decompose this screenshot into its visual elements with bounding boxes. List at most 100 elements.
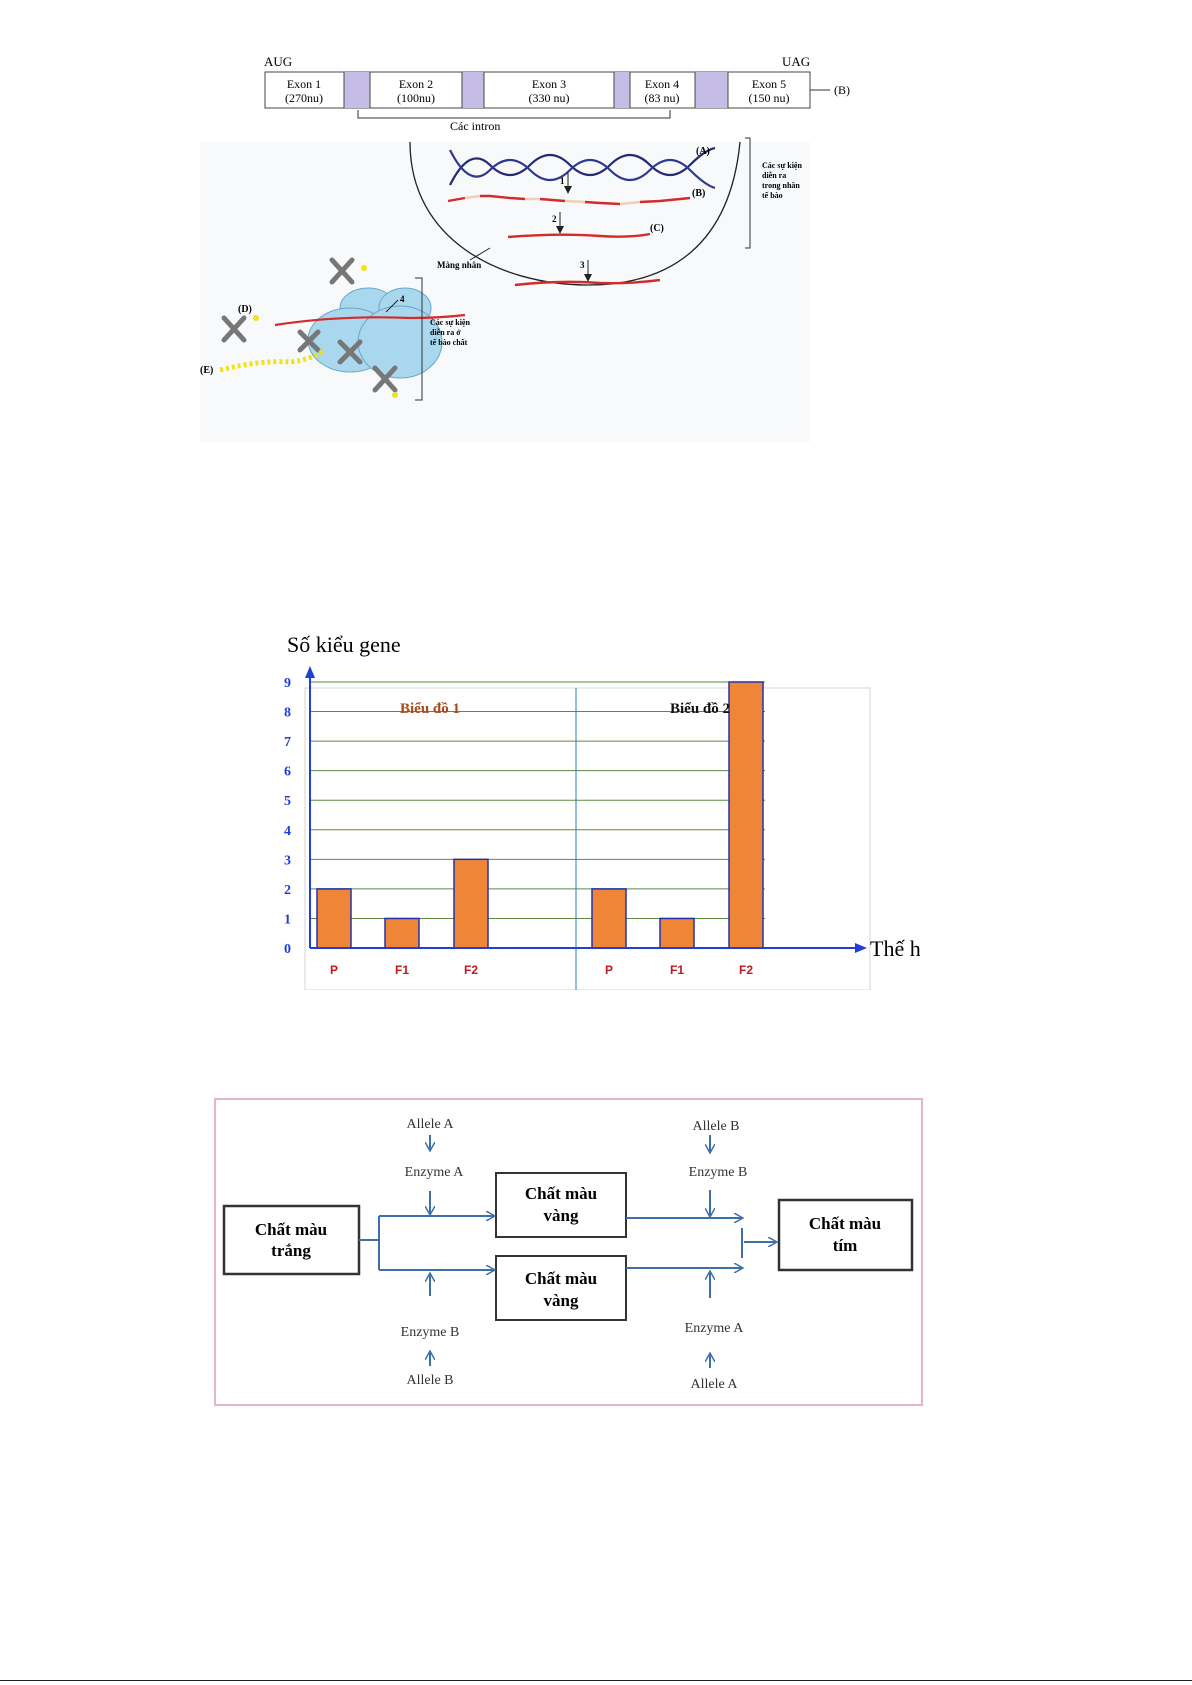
yellow-top-line2: vàng [544, 1206, 579, 1225]
nuclear-membrane [409, 141, 741, 286]
chart-y-tick: 8 [284, 706, 291, 721]
yellow-bottom-line2: vàng [544, 1291, 579, 1310]
nucleus-events-2: diễn ra [762, 171, 786, 180]
chart-y-tick: 0 [284, 942, 291, 957]
trna-icon [221, 257, 398, 393]
chart-bar [591, 888, 627, 949]
intron-label: Các intron [450, 119, 500, 133]
intron-box [614, 72, 630, 108]
exon-4-name: Exon 4 [645, 77, 679, 91]
chart-category-label: F2 [739, 963, 753, 977]
polypeptide-chain [219, 347, 327, 373]
illustration-background [200, 142, 810, 442]
chart-y-tick: 3 [284, 853, 291, 868]
chart-category-label: P [605, 963, 613, 977]
exon-5-name: Exon 5 [752, 77, 786, 91]
gene-b-label: (B) [834, 83, 850, 97]
purple-pigment-box [777, 1198, 914, 1272]
mature-mrna [507, 232, 651, 239]
exon-1-size: (270nu) [285, 91, 323, 105]
exon-3-name: Exon 3 [532, 77, 566, 91]
bottom-left-allele: Allele B [406, 1373, 453, 1388]
bottom-right-enzyme: Enzyme A [685, 1321, 745, 1336]
chart-bar [384, 917, 420, 949]
label-b: (B) [692, 188, 705, 199]
chart-panel-2-title: Biểu đồ 2 [670, 701, 730, 717]
chart-bar [453, 858, 489, 949]
top-left-enzyme: Enzyme A [405, 1165, 465, 1180]
cytoplasm-events-1: Các sự kiện [430, 318, 470, 327]
chart-bar [316, 888, 352, 949]
chart-x-arrow [855, 943, 867, 953]
cytoplasm-events-3: tế bào chất [430, 338, 468, 347]
chart-panel-1-title: Biểu đồ 1 [400, 701, 460, 717]
chart-y-tick: 7 [284, 735, 291, 750]
pre-mrna [447, 194, 691, 206]
chart-y-title: Số kiểu gene [287, 632, 401, 657]
cytoplasm-bracket [415, 277, 423, 401]
exon-3-size: (330 nu) [529, 91, 570, 105]
top-left-allele: Allele A [406, 1117, 454, 1132]
exon-2-size: (100nu) [397, 91, 435, 105]
exported-mrna [514, 278, 661, 287]
chart-y-arrow [305, 666, 315, 678]
exon-2-name: Exon 2 [399, 77, 433, 91]
top-right-enzyme: Enzyme B [689, 1165, 748, 1180]
label-e: (E) [200, 365, 213, 376]
page-bottom-rule [0, 1680, 1192, 1681]
dna-strand [449, 149, 716, 190]
intron-bracket [357, 110, 671, 119]
chart-bar [659, 917, 695, 949]
purple-pigment-line2: tím [833, 1236, 858, 1255]
exon-5-size: (150 nu) [749, 91, 790, 105]
yellow-pigment-top-box [495, 1172, 627, 1238]
step-1-label: 1 [560, 176, 565, 186]
pre-mrna-intron [464, 194, 641, 206]
yellow-pigment-bottom-box [495, 1255, 627, 1321]
start-codon-label: AUG [264, 54, 292, 69]
intron-box [462, 72, 484, 108]
white-pigment-line1: Chất màu [255, 1220, 327, 1239]
bottom-right-allele: Allele A [690, 1377, 738, 1392]
translating-mrna [274, 313, 466, 327]
pigment-pathway-diagram: Chất màu trắng Chất màu vàng Chất màu và… [214, 1098, 923, 1406]
yellow-bottom-line1: Chất màu [525, 1269, 597, 1288]
white-pigment-line2: trắng [271, 1241, 311, 1260]
top-right-allele: Allele B [692, 1119, 739, 1134]
pathway-arrows [359, 1135, 776, 1368]
chart-y-tick: 4 [284, 824, 291, 839]
label-c: (C) [650, 223, 664, 234]
intron-box [344, 72, 370, 108]
chart-category-label: F2 [464, 963, 478, 977]
nucleus-events-3: trong nhân [762, 181, 800, 190]
gene-expression-figure: AUG UAG Exon 1 (270nu) Exon 2 (100nu) Ex… [200, 54, 850, 442]
chart-category-label: F1 [395, 963, 409, 977]
chart-y-tick: 5 [284, 794, 291, 809]
chart-y-tick: 6 [284, 765, 291, 780]
nucleus-bracket [745, 137, 751, 249]
chart-category-label: P [330, 963, 338, 977]
chart-y-tick: 9 [284, 676, 291, 691]
bottom-left-enzyme: Enzyme B [401, 1325, 460, 1340]
label-a: (A) [696, 146, 710, 157]
cytoplasm-events-2: diễn ra ở [430, 328, 461, 337]
exon-1-name: Exon 1 [287, 77, 321, 91]
purple-pigment-line1: Chất màu [809, 1214, 881, 1233]
exon-4-size: (83 nu) [645, 91, 680, 105]
intron-box [695, 72, 728, 108]
yellow-top-line1: Chất màu [525, 1184, 597, 1203]
label-d: (D) [238, 304, 252, 315]
stop-codon-label: UAG [782, 54, 810, 69]
chart-y-tick: 1 [284, 912, 291, 927]
white-pigment-box [222, 1204, 361, 1276]
step-3-label: 3 [580, 260, 585, 270]
chart-bar [728, 681, 764, 949]
step-4-label: 4 [400, 294, 405, 304]
nucleus-events-1: Các sự kiện [762, 161, 802, 170]
chart-x-title: Thế hệ [870, 936, 920, 961]
chart-y-tick: 2 [284, 883, 291, 898]
step-2-label: 2 [552, 214, 557, 224]
nucleus-events-4: tế bào [762, 191, 783, 200]
chart-category-label: F1 [670, 963, 684, 977]
membrane-label: Màng nhân [437, 260, 481, 270]
